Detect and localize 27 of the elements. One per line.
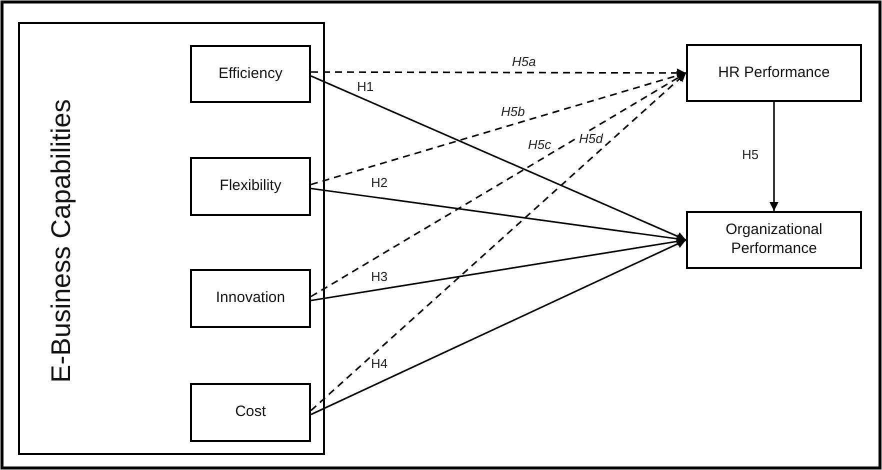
construct-box — [190, 157, 311, 216]
group-box — [18, 22, 325, 455]
edge-label: H5a — [511, 55, 537, 70]
edge-label: H5d — [578, 132, 604, 146]
dashed-arrow — [310, 71, 686, 186]
node-label: Organizational Performance — [724, 221, 824, 259]
arrow — [310, 239, 686, 416]
node-label: Flexibility — [220, 177, 282, 196]
group-title: E-Business Capabilities — [44, 98, 77, 382]
edge-label: H3 — [370, 270, 389, 284]
dashed-arrow — [310, 72, 687, 412]
node-label: Innovation — [216, 289, 286, 308]
node-label: Cost — [235, 403, 266, 422]
dashed-arrow — [310, 72, 686, 298]
arrow — [310, 75, 686, 241]
edge-label: H5b — [500, 105, 526, 120]
construct-box — [190, 269, 311, 328]
construct-box — [686, 211, 862, 269]
construct-box — [190, 45, 311, 103]
node-label: HR Performance — [718, 64, 830, 82]
arrow — [770, 102, 778, 211]
dashed-arrow — [311, 68, 686, 78]
node-label: Efficiency — [218, 64, 282, 84]
edge-label: H5 — [741, 148, 760, 162]
construct-box — [686, 44, 862, 102]
construct-box — [190, 383, 311, 442]
edge-label: H5c — [527, 138, 552, 152]
